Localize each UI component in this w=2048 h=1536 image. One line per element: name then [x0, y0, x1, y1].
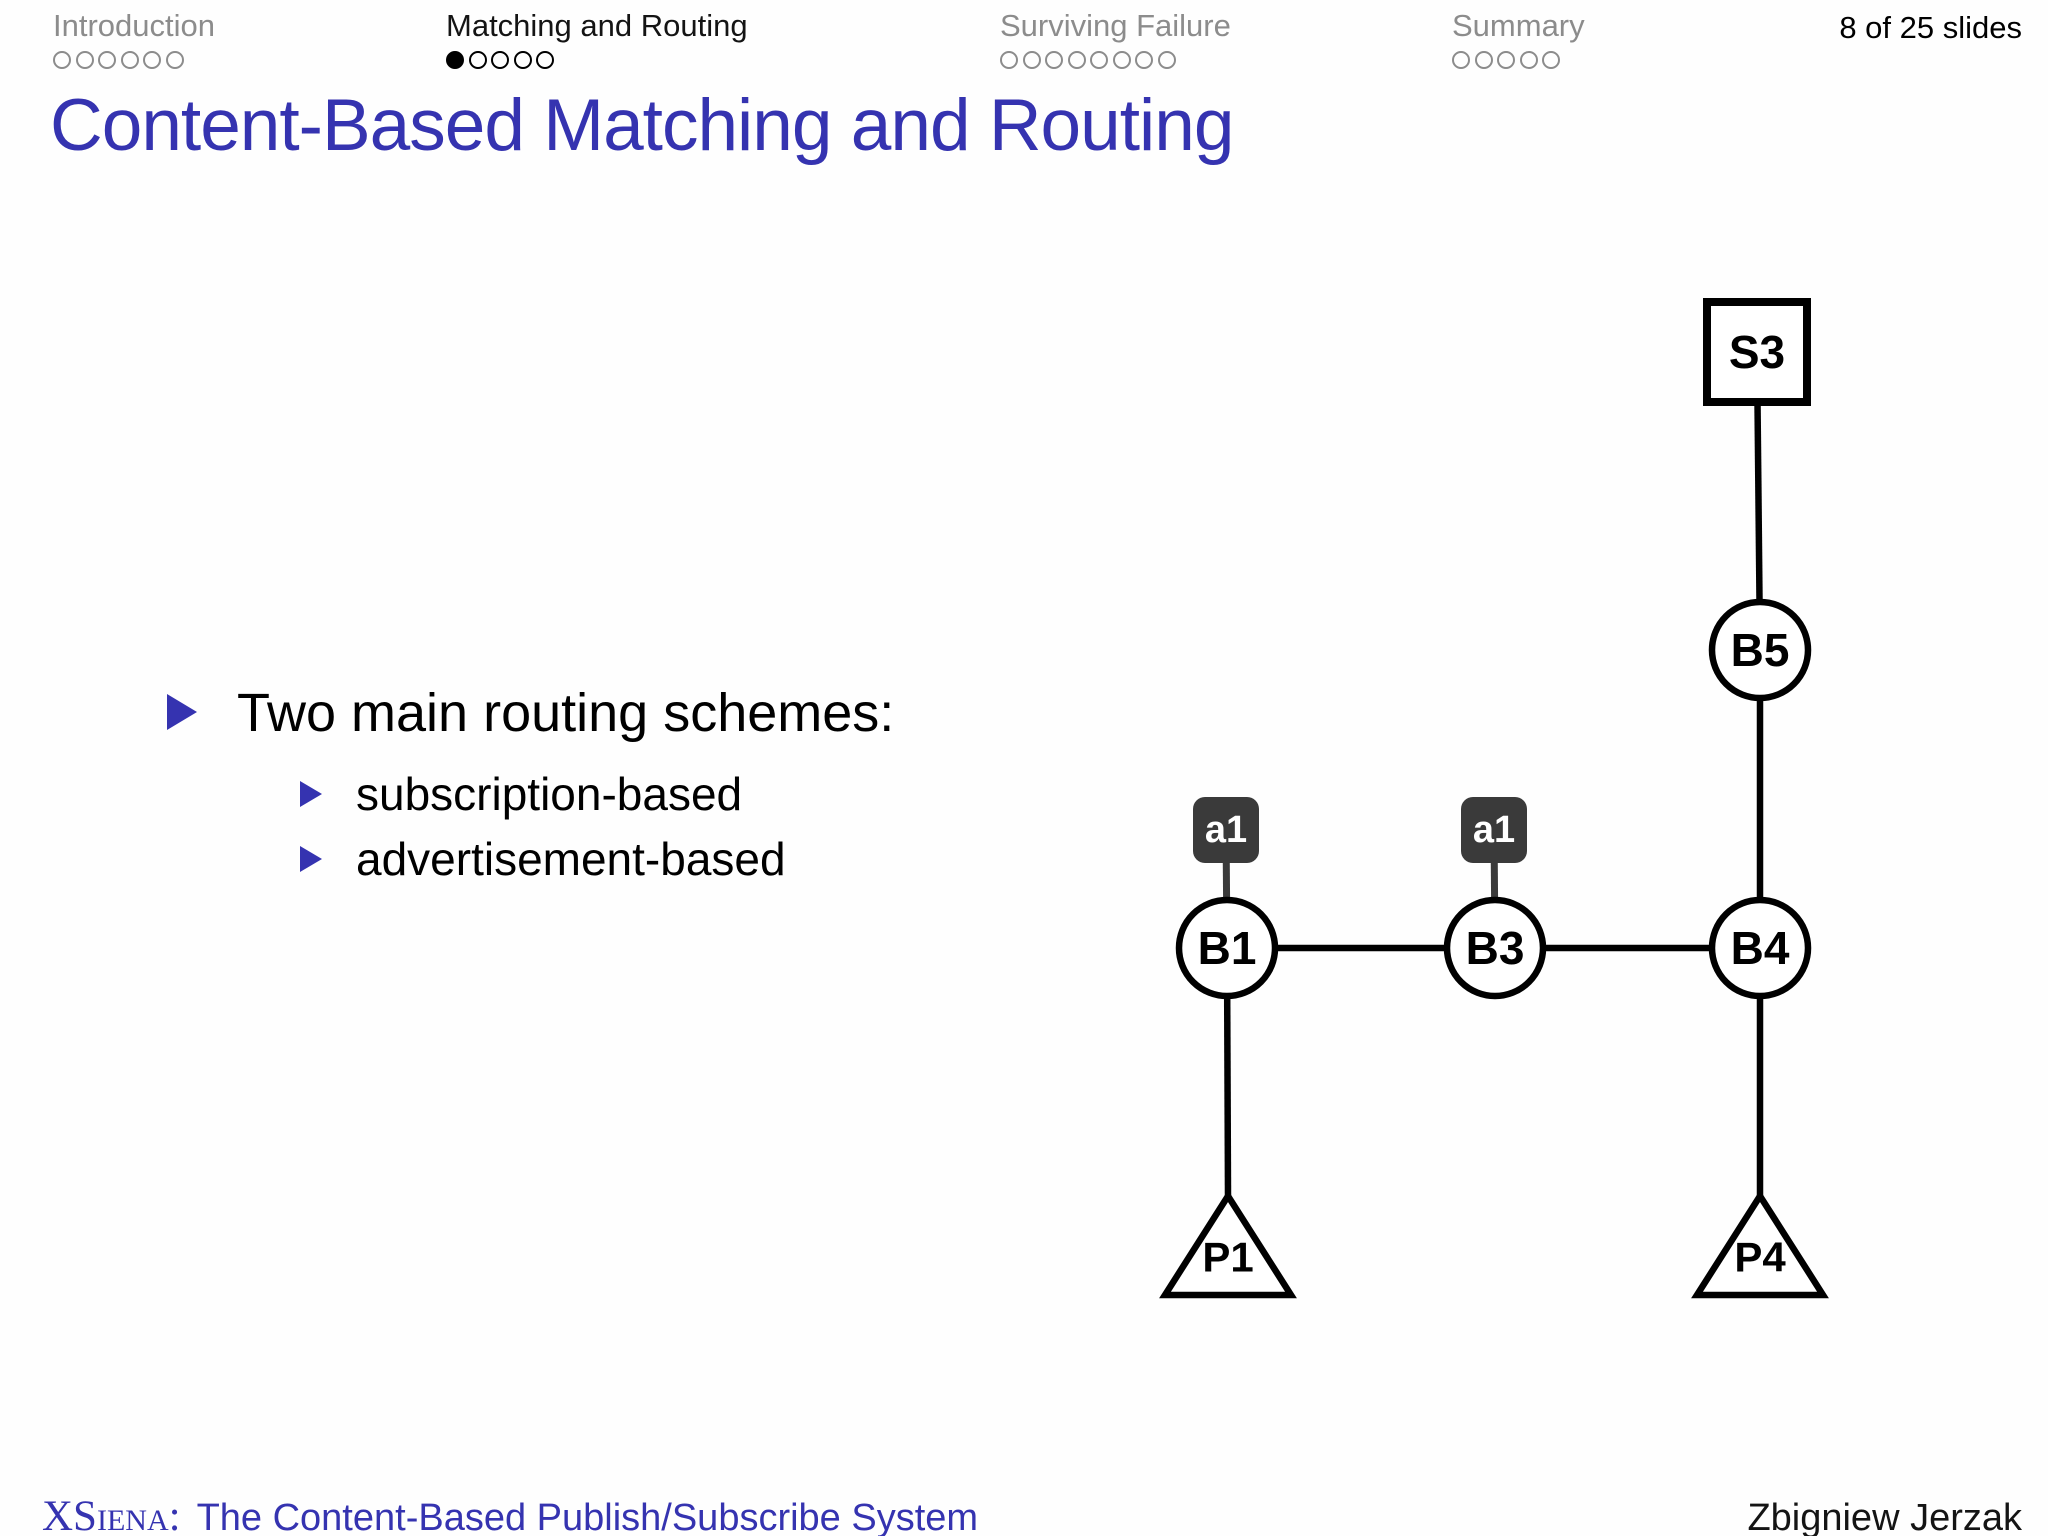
- brand-subtitle: The Content-Based Publish/Subscribe Syst…: [196, 1497, 979, 1536]
- page-title: Content-Based Matching and Routing: [50, 85, 1234, 166]
- nav-dot[interactable]: [165, 51, 184, 69]
- node-P1: [1159, 1189, 1297, 1299]
- nav-dot[interactable]: [53, 51, 71, 69]
- node-P4: [1691, 1189, 1829, 1299]
- bullet-sub-text: subscription-based: [356, 768, 743, 820]
- nav-dot[interactable]: [120, 51, 139, 69]
- node-a1-left: [1193, 797, 1259, 863]
- nav-section-introduction[interactable]: Introduction: [53, 8, 215, 69]
- nav-section-summary[interactable]: Summary: [1452, 8, 1585, 69]
- nav-dot[interactable]: [1452, 51, 1470, 69]
- node-B5: [1708, 598, 1812, 702]
- node-B3: [1443, 896, 1547, 1000]
- node-label-B3: B3: [1466, 922, 1525, 974]
- nav-dot[interactable]: [98, 51, 116, 69]
- nav-section-surviving-failure[interactable]: Surviving Failure: [1000, 8, 1231, 69]
- footer-author: Zbigniew Jerzak: [1747, 1497, 2022, 1536]
- nav-label-introduction[interactable]: Introduction: [53, 8, 215, 43]
- bullet-triangle-icon: [300, 846, 322, 872]
- node-label-a1-left: a1: [1205, 809, 1247, 851]
- bullet-sub-text: advertisement-based: [356, 833, 786, 885]
- nav-label-summary[interactable]: Summary: [1452, 8, 1585, 43]
- nav-dot[interactable]: [75, 51, 94, 69]
- bullet-triangle-icon: [167, 694, 197, 730]
- node-label-P4: P4: [1734, 1234, 1786, 1281]
- nav-dot[interactable]: [1067, 51, 1086, 69]
- nav-dot[interactable]: [536, 51, 554, 69]
- node-label-S3: S3: [1729, 326, 1785, 378]
- nav-dot[interactable]: [1542, 51, 1560, 69]
- node-label-B5: B5: [1731, 624, 1790, 676]
- bullet-triangle-icon: [300, 781, 322, 807]
- nav-dot[interactable]: [1135, 51, 1153, 69]
- bullet-main: Two main routing schemes:: [167, 684, 894, 742]
- node-label-a1-mid: a1: [1473, 809, 1515, 851]
- nav-dot[interactable]: [1022, 51, 1041, 69]
- nav-dot[interactable]: [1497, 51, 1515, 69]
- bullet-sub-subscription: subscription-based: [300, 769, 742, 819]
- nav-dot[interactable]: [1000, 51, 1018, 69]
- nav-dots-matching-and-routing: [446, 51, 748, 69]
- brand-name: XSiena:: [42, 1493, 181, 1536]
- node-S3: [1703, 298, 1811, 406]
- nav-dots-introduction: [53, 51, 215, 69]
- nav-dot[interactable]: [1090, 51, 1108, 69]
- nav-dot[interactable]: [143, 51, 161, 69]
- nav-dot[interactable]: [1157, 51, 1176, 69]
- nav-dot[interactable]: [468, 51, 487, 69]
- footer-brand: XSiena: The Content-Based Publish/Subscri…: [42, 1492, 978, 1536]
- node-label-B1: B1: [1198, 922, 1257, 974]
- nav-dots-summary: [1452, 51, 1585, 69]
- nav-section-matching-and-routing[interactable]: Matching and Routing: [446, 8, 748, 69]
- bullet-main-text: Two main routing schemes:: [237, 683, 895, 743]
- nav-label-surviving-failure[interactable]: Surviving Failure: [1000, 8, 1231, 43]
- node-label-B4: B4: [1731, 922, 1790, 974]
- nav-dot[interactable]: [513, 51, 532, 69]
- bullet-sub-advertisement: advertisement-based: [300, 834, 786, 884]
- nav-dot[interactable]: [1045, 51, 1063, 69]
- footer: XSiena: The Content-Based Publish/Subscri…: [42, 1492, 2022, 1536]
- nav-dots-surviving-failure: [1000, 51, 1231, 69]
- node-B1: [1175, 896, 1279, 1000]
- node-B4: [1708, 896, 1812, 1000]
- nav-dot[interactable]: [1474, 51, 1493, 69]
- nav-dot-filled[interactable]: [446, 51, 464, 69]
- slide-counter: 8 of 25 slides: [1839, 10, 2022, 45]
- nav-dot[interactable]: [1519, 51, 1538, 69]
- nav-dot[interactable]: [1112, 51, 1131, 69]
- nav-label-matching-and-routing[interactable]: Matching and Routing: [446, 8, 748, 43]
- nav-dot[interactable]: [491, 51, 509, 69]
- node-label-P1: P1: [1202, 1234, 1253, 1281]
- node-a1-mid: [1461, 797, 1527, 863]
